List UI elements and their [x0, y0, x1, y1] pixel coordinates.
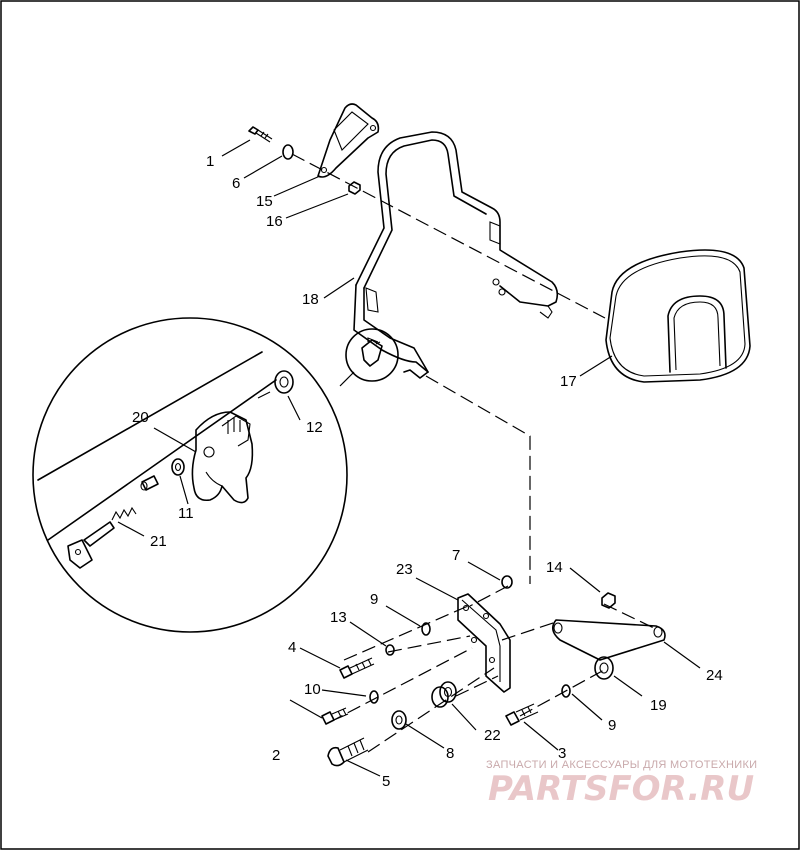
part-10-washer	[369, 690, 379, 704]
part-9-washer-left	[421, 622, 431, 636]
callout-6: 6	[232, 175, 240, 192]
part-16-nut	[348, 181, 361, 195]
part-17-backrest-pad	[605, 249, 751, 383]
callout-4: 4	[288, 639, 296, 656]
part-18-upright	[353, 131, 559, 379]
callout-21: 21	[150, 533, 167, 550]
part-3-bolt	[505, 703, 539, 726]
part-8-washer	[391, 710, 407, 730]
callout-14: 14	[546, 559, 563, 576]
callout-5: 5	[382, 773, 390, 790]
callout-1: 1	[206, 153, 214, 170]
part-14-nut	[601, 592, 616, 609]
align-line-4	[343, 605, 469, 661]
align-line-2	[329, 647, 473, 723]
watermark-subtitle: ЗАПЧАСТИ И АКСЕССУАРЫ ДЛЯ МОТОТЕХНИКИ	[486, 759, 757, 771]
callout-24: 24	[706, 667, 723, 684]
part-13-lockwasher	[385, 644, 395, 656]
align-line-23	[501, 621, 557, 641]
part-9-washer-right	[561, 684, 571, 698]
callout-17: 17	[560, 373, 577, 390]
part-1-screw	[248, 126, 273, 143]
align-line-3	[519, 669, 605, 717]
part-5-bolt	[327, 737, 369, 767]
callout-13: 13	[330, 609, 347, 626]
callout-23: 23	[396, 561, 413, 578]
part-7-washer	[501, 575, 513, 589]
callout-2: 2	[272, 747, 280, 764]
align-line-5	[367, 667, 495, 753]
callout-11: 11	[178, 505, 194, 522]
part-6-washer	[282, 144, 294, 160]
callout-3: 3	[558, 745, 566, 762]
part-22-spacer	[431, 681, 457, 708]
watermark-logo: PARTSFOR.RU	[488, 769, 754, 809]
callout-9-left: 9	[370, 591, 378, 608]
align-line-13	[387, 635, 471, 653]
detail-connector	[339, 371, 355, 387]
align-line-22	[455, 675, 499, 697]
callout-12: 12	[306, 419, 323, 436]
align-line-14	[603, 603, 659, 631]
part-23-bracket	[457, 593, 511, 693]
part-19-spacer	[594, 656, 614, 680]
callout-19: 19	[650, 697, 667, 714]
callout-7: 7	[452, 547, 460, 564]
callout-20: 20	[132, 409, 149, 426]
callout-18: 18	[302, 291, 319, 308]
alignment-line-latch	[425, 375, 531, 584]
callout-15: 15	[256, 193, 273, 210]
latch-detail-small	[345, 328, 399, 382]
detail-circle-latch	[32, 317, 348, 633]
callout-8: 8	[446, 745, 454, 762]
callout-22: 22	[484, 727, 501, 744]
callout-10: 10	[304, 681, 321, 698]
part-24-strap	[552, 619, 666, 661]
part-4-bolt	[339, 657, 375, 679]
leader-lines	[117, 139, 701, 777]
align-line-7	[469, 585, 509, 607]
callout-16: 16	[266, 213, 283, 230]
part-15-bracket-plate	[317, 103, 380, 178]
callout-9-right: 9	[608, 717, 616, 734]
